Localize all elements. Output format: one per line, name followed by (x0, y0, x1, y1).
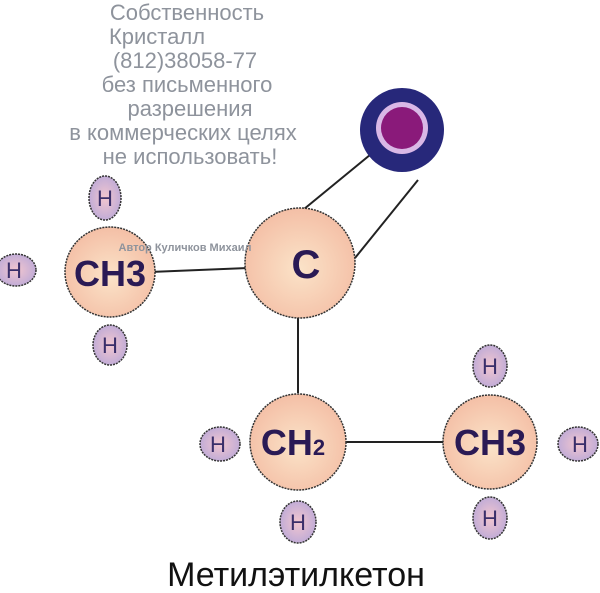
watermark-line: разрешения (127, 96, 252, 121)
watermark-line: (812)38058-77 (113, 48, 257, 73)
methyl-left-label: CH3 (74, 253, 146, 294)
watermark-author: Автор Куличков Михаил (119, 242, 252, 254)
carbonyl-carbon-atom (244, 207, 356, 319)
hydrogen-atom (279, 500, 317, 544)
hydrogens (0, 175, 599, 544)
bond-c-o-1 (297, 149, 377, 215)
bond-ch3-c (149, 267, 249, 273)
watermark-line: Собственность (110, 0, 264, 25)
watermark-line: не использовать! (103, 144, 278, 169)
hydrogen-label: H (572, 432, 588, 457)
hydrogen-label: H (482, 506, 498, 531)
methylene-text: CH (261, 422, 313, 463)
watermark: Собственность Кристалл (812)38058-77 без… (69, 0, 296, 254)
hydrogen-label: H (290, 510, 306, 535)
carbon-label: C (292, 243, 321, 287)
watermark-line: без письменного (102, 72, 273, 97)
hydrogen-label: H (102, 333, 118, 358)
molecule-title: Метилэтилкетон (167, 556, 425, 593)
hydrogen-atom (92, 324, 128, 366)
methyl-right-label: CH3 (454, 422, 526, 463)
methylene-atom (249, 393, 347, 491)
methylene-label: CH2 (261, 422, 325, 463)
methyl-right-atom (442, 394, 538, 490)
bonds (149, 149, 445, 443)
methylene-subscript: 2 (313, 435, 325, 460)
oxygen-atom (360, 88, 444, 172)
hydrogen-atom (88, 175, 122, 221)
hydrogen-label: H (210, 432, 226, 457)
hydrogen-atom (0, 253, 37, 287)
hydrogen-atom (199, 426, 241, 462)
bond-c-o-2 (354, 179, 419, 259)
hydrogen-label: H (97, 186, 113, 211)
methyl-left-atom (64, 226, 156, 318)
watermark-line: Кристалл (109, 24, 205, 49)
hydrogen-label: H (6, 258, 22, 283)
hydrogen-atom (472, 496, 508, 540)
watermark-line: в коммерческих целях (69, 120, 296, 145)
hydrogen-atom (557, 426, 599, 462)
hydrogen-labels: H H H H H H H H (6, 186, 588, 535)
hydrogen-label: H (482, 354, 498, 379)
hydrogen-atom (472, 344, 508, 388)
